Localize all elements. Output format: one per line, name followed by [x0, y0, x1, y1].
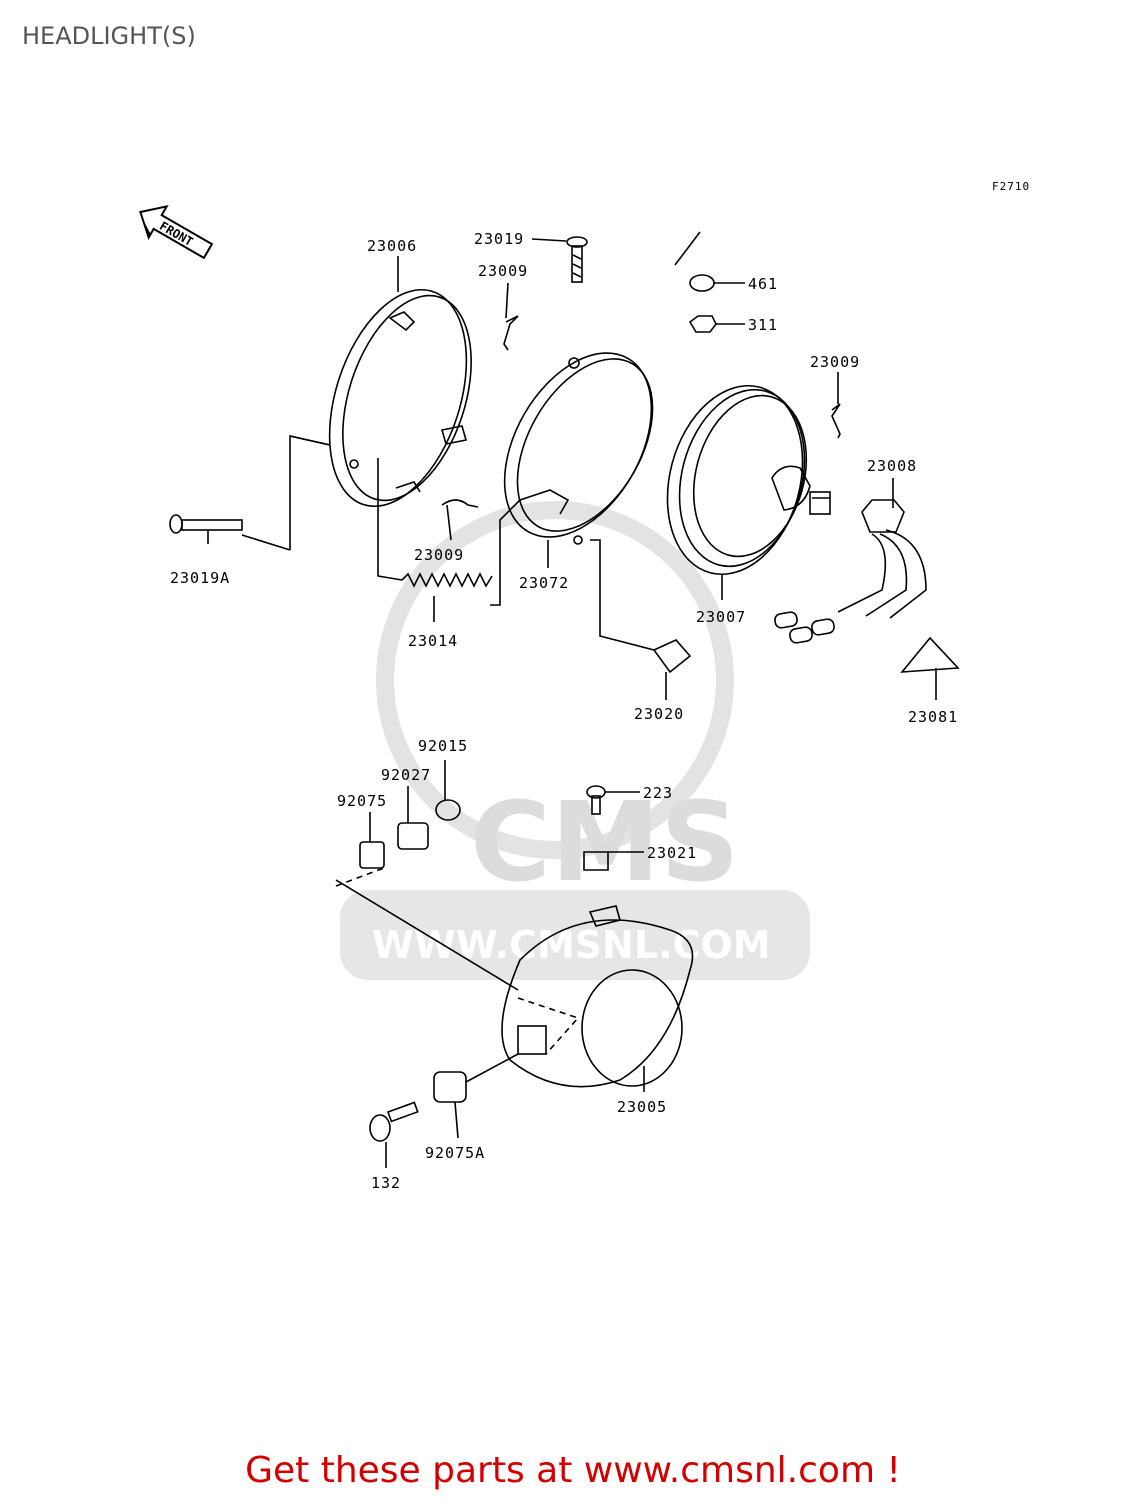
figure-code: F2710 — [992, 180, 1030, 193]
spring-clip-2 — [441, 499, 479, 508]
part-label-23081[interactable]: 23081 — [908, 708, 958, 726]
watermark-logo: CMS — [470, 778, 739, 906]
grommet-92075a — [433, 1071, 467, 1103]
part-label-23014[interactable]: 23014 — [408, 632, 458, 650]
part-label-23019a[interactable]: 23019A — [170, 569, 230, 587]
spring-clip-3 — [831, 403, 841, 439]
part-label-92015[interactable]: 92015 — [418, 737, 468, 755]
footer-link[interactable]: Get these parts at www.cmsnl.com ! — [245, 1450, 901, 1491]
part-label-23019[interactable]: 23019 — [474, 230, 524, 248]
adjusting-spring — [401, 572, 493, 588]
part-label-92027[interactable]: 92027 — [381, 766, 431, 784]
collar-23021 — [583, 851, 609, 871]
nut-311 — [688, 315, 717, 333]
terminal-cover — [900, 636, 960, 673]
part-label-23006[interactable]: 23006 — [367, 237, 417, 255]
part-label-23005[interactable]: 23005 — [617, 1098, 667, 1116]
watermark-url: WWW.CMSNL.COM — [372, 923, 771, 967]
mounting-ring — [503, 352, 654, 545]
parts-diagram: CMS WWW.CMSNL.COM F2710 FRONT — [139, 180, 1030, 1192]
screw-23019 — [566, 236, 588, 283]
washer-461 — [689, 274, 715, 292]
bolt-132 — [369, 1101, 419, 1142]
part-label-23009-c[interactable]: 23009 — [414, 546, 464, 564]
part-label-23021[interactable]: 23021 — [647, 844, 697, 862]
headlight-housing — [501, 905, 694, 1088]
part-label-223[interactable]: 223 — [643, 784, 673, 802]
bulb-socket — [774, 499, 927, 644]
grommet-92075 — [359, 841, 385, 869]
cap-92015 — [435, 799, 461, 821]
square-nut — [652, 639, 692, 674]
part-label-311[interactable]: 311 — [748, 316, 778, 334]
page-title: HEADLIGHT(S) — [22, 22, 196, 50]
part-label-132[interactable]: 132 — [371, 1174, 401, 1192]
part-label-23007[interactable]: 23007 — [696, 608, 746, 626]
front-arrow-icon: FRONT — [139, 204, 214, 260]
part-label-23072[interactable]: 23072 — [519, 574, 569, 592]
adjusting-screw — [169, 514, 243, 534]
part-label-23009-b[interactable]: 23009 — [810, 353, 860, 371]
part-label-92075[interactable]: 92075 — [337, 792, 387, 810]
spring-clip-1 — [503, 315, 519, 351]
headlight-rim — [289, 288, 472, 508]
part-label-23020[interactable]: 23020 — [634, 705, 684, 723]
part-label-92075a[interactable]: 92075A — [425, 1144, 485, 1162]
sealed-beam-unit — [666, 384, 831, 576]
part-label-461[interactable]: 461 — [748, 275, 778, 293]
part-label-23008[interactable]: 23008 — [867, 457, 917, 475]
connector-92027 — [397, 822, 429, 850]
part-label-23009-a[interactable]: 23009 — [478, 262, 528, 280]
